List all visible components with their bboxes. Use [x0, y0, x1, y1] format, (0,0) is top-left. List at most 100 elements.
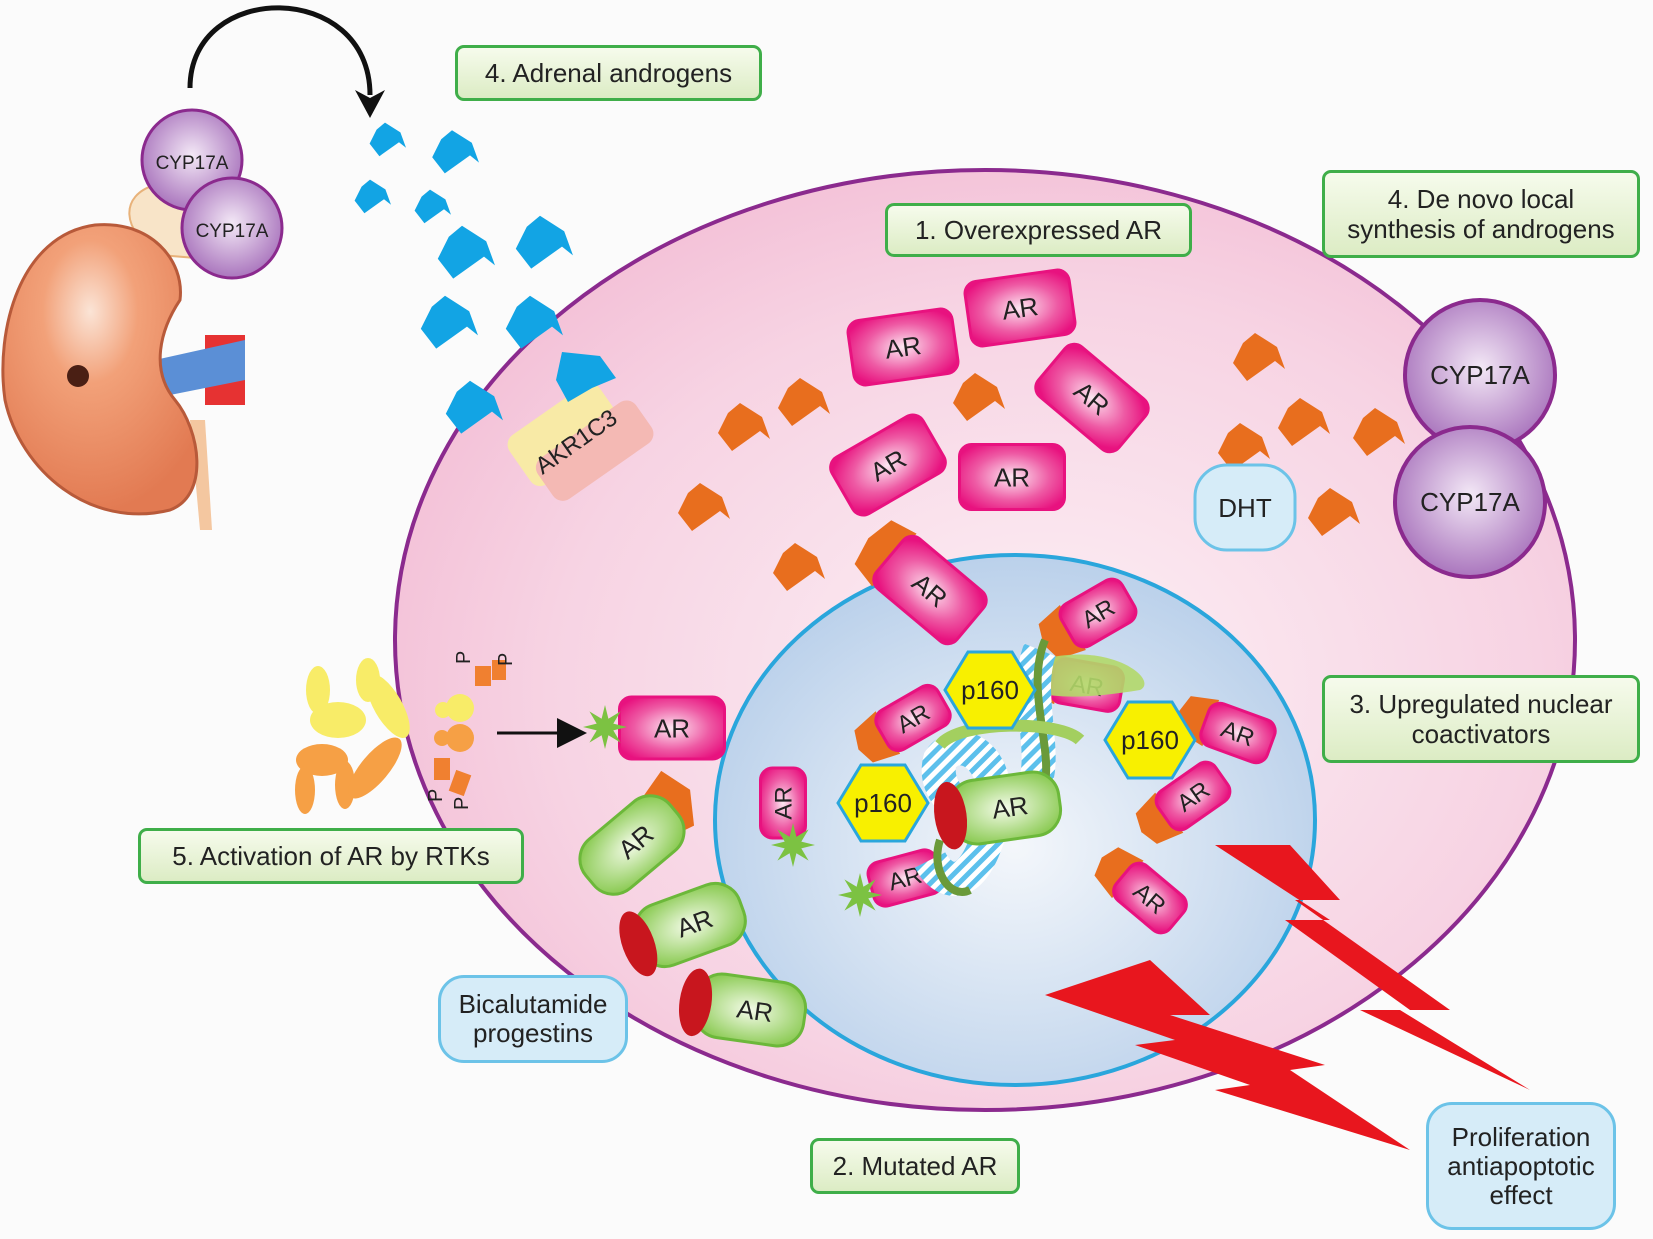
mutated-ar: AR [678, 968, 808, 1048]
androgen-molecule-icon [515, 215, 573, 269]
curved-arrow-head-icon [355, 90, 385, 118]
lightning-bolt-icon [1045, 960, 1410, 1150]
lightning-bolt-icon [1215, 845, 1530, 1090]
label-text: Proliferation [1451, 1121, 1591, 1152]
androgen-molecule-icon [505, 295, 563, 349]
phosphorylation-star-icon [838, 873, 882, 917]
ar-label: AR [654, 713, 690, 743]
dht-molecule: DHT [1193, 463, 1297, 552]
label-text: Bicalutamide [458, 989, 608, 1019]
phosphorylation-star-icon [771, 823, 815, 867]
antagonist-icon [933, 781, 968, 850]
p160-coactivator: p160 [836, 763, 930, 843]
label-mutated-ar: 2. Mutated AR [810, 1138, 1020, 1194]
ar-label: AR [990, 790, 1030, 825]
ar-receptor: AR [829, 413, 947, 517]
ar-receptor: AR [963, 268, 1077, 348]
renal-vein [155, 340, 245, 395]
kidney-hilum [67, 365, 89, 387]
label-upregulated-coactivators: 3. Upregulated nuclear coactivators [1322, 675, 1640, 763]
ar-receptor: AR [846, 307, 960, 387]
androgen-molecule-icon [1308, 488, 1360, 536]
label-proliferation-effect: Proliferation antiapoptotic effect [1426, 1102, 1616, 1230]
androgen-molecule-icon [354, 179, 391, 214]
androgen-molecule-icon [953, 373, 1005, 421]
androgen-molecule-icon [1353, 408, 1405, 456]
adrenal-androgen-group [354, 122, 573, 434]
cyp17a-label: CYP17A [196, 221, 269, 242]
p160-coactivator: p160 [1103, 700, 1197, 780]
label-text: 4. Adrenal androgens [484, 58, 733, 88]
androgen-molecule-icon [1233, 333, 1285, 381]
androgen-molecule-icon [420, 295, 478, 349]
phospho-label: P [453, 651, 475, 664]
rtk-receptor [295, 658, 506, 814]
antagonist-icon [619, 911, 658, 977]
androgen-molecule-icon [778, 378, 830, 426]
cell-cyp17a-bottom: CYP17A [1393, 425, 1547, 579]
cyp17a-label: CYP17A [156, 153, 229, 174]
ar-label: AR [735, 993, 775, 1028]
androgen-molecule-icon [432, 130, 479, 174]
ar-receptor-group: ARARARARARARARARARARARARARARAR [583, 268, 1277, 935]
label-de-novo-synthesis: 4. De novo local synthesis of androgens [1322, 170, 1640, 258]
cyp17a-label: CYP17A [1430, 360, 1530, 390]
androgen-molecule-icon [369, 122, 406, 157]
label-text: progestins [473, 1018, 593, 1048]
label-text: 5. Activation of AR by RTKs [172, 841, 490, 871]
ar-label: AR [883, 330, 923, 365]
androgen-molecule-icon [445, 380, 503, 434]
adrenal-cyp17a-bottom: CYP17A [180, 176, 284, 280]
phospho-label: P [495, 653, 517, 666]
p160-label: p160 [961, 675, 1019, 705]
cell-cyp17a-top: CYP17A [1403, 298, 1557, 452]
phospho-label: P [451, 797, 473, 810]
ar-label: AR [994, 462, 1030, 492]
androgen-molecule-icon [414, 189, 451, 224]
ar-receptor: AR [958, 443, 1066, 511]
ar-receptor: AR [1135, 760, 1232, 844]
kidney-illustration [1, 183, 245, 530]
label-activation-rtks: 5. Activation of AR by RTKs [138, 828, 524, 884]
androgen-molecule-icon [718, 403, 770, 451]
label-adrenal-androgens: 4. Adrenal androgens [455, 45, 762, 101]
p160-coactivator-group: p160 p160 p160 [836, 650, 1197, 843]
mutated-ar: AR [578, 770, 695, 896]
phospho-label: P [425, 789, 447, 802]
bound-androgen-icon [854, 520, 917, 587]
ar-receptor: AR [1034, 342, 1150, 454]
label-text: 4. De novo local [1387, 184, 1575, 214]
p160-label: p160 [854, 788, 912, 818]
antagonist-icon [678, 968, 713, 1037]
ar-receptor: AR [1094, 847, 1188, 935]
mutated-ar: AR [619, 881, 747, 977]
label-overexpressed-ar: 1. Overexpressed AR [885, 203, 1192, 257]
androgen-molecule-icon [678, 483, 730, 531]
cyp17a-label: CYP17A [1420, 487, 1520, 517]
label-text: effect [1489, 1179, 1553, 1210]
label-text: antiapoptotic [1447, 1150, 1595, 1181]
dht-label: DHT [1218, 493, 1272, 523]
ar-receptor: AR [1178, 696, 1277, 765]
p160-coactivator: p160 [943, 650, 1037, 730]
androgen-molecule-icon [773, 543, 825, 591]
phosphorylation-star-icon [583, 705, 627, 749]
curved-arrow-icon [187, 5, 373, 96]
label-text: synthesis of androgens [1347, 214, 1615, 244]
label-bicalutamide-progestins: Bicalutamide progestins [438, 975, 628, 1063]
label-text: 2. Mutated AR [832, 1151, 998, 1181]
androgen-molecule-icon [1278, 398, 1330, 446]
ar-label: AR [771, 786, 798, 819]
ar-receptor: AR [854, 683, 952, 763]
androgen-molecule-icon [437, 225, 495, 279]
label-text: 1. Overexpressed AR [914, 215, 1163, 245]
kidney [1, 223, 199, 516]
akr1c3-enzyme: AKR1C3 [507, 383, 654, 501]
ar-receptor: AR [618, 695, 726, 761]
ar-receptor: AR [759, 766, 807, 840]
label-text: 3. Upregulated nuclear [1349, 689, 1613, 719]
label-text: coactivators [1411, 719, 1551, 749]
